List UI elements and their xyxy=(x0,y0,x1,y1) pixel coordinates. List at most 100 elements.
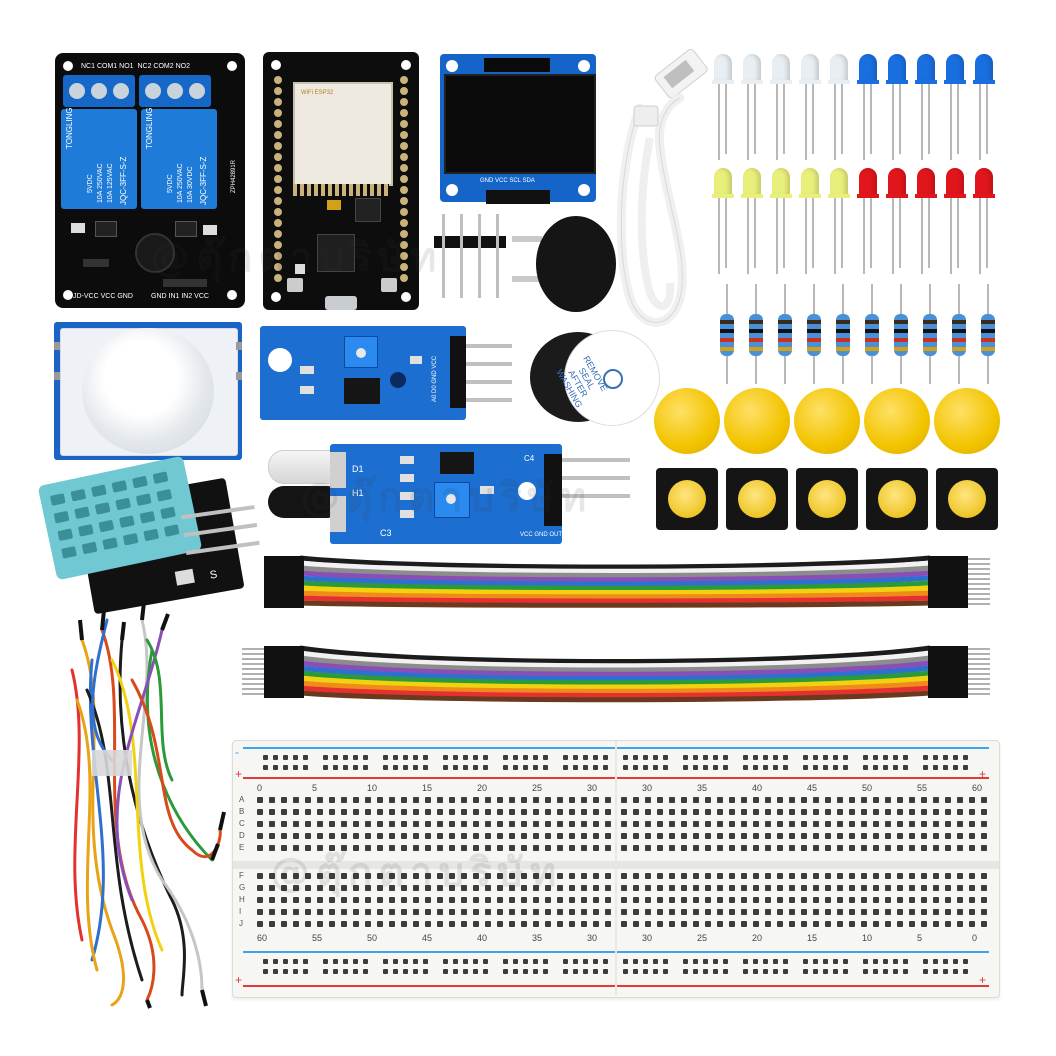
breadboard-terminal-strip-bottom xyxy=(257,873,987,933)
usb-cable xyxy=(616,48,708,327)
resistor xyxy=(923,284,937,384)
column-number: 55 xyxy=(312,933,323,943)
column-number: 5 xyxy=(917,933,923,943)
rail-plus-label: + xyxy=(235,767,243,781)
row-letter: H xyxy=(239,895,245,904)
screw-terminal-right xyxy=(139,75,211,107)
pir-fresnel-dome xyxy=(82,328,214,454)
resistor xyxy=(894,284,908,384)
watermark: @ตุ๊กตาบริษัท xyxy=(300,475,593,521)
column-number: 15 xyxy=(807,933,818,943)
resistor xyxy=(749,284,763,384)
column-number: 50 xyxy=(862,783,873,793)
resistor xyxy=(778,284,792,384)
watermark: @ตุ๊กตาบริษัท xyxy=(150,235,443,281)
sound-sensor-module: A0 D0 GND VCC xyxy=(260,326,466,420)
oled-display-module: GND VCC SCL SDA xyxy=(440,54,596,202)
screw-terminal-left xyxy=(63,75,135,107)
column-number: 35 xyxy=(697,783,708,793)
led xyxy=(973,168,995,276)
oled-screen xyxy=(444,74,596,174)
column-number: 0 xyxy=(257,783,263,793)
led xyxy=(712,168,734,276)
relay-module: NC1 COM1 NO1 NC2 COM2 NO2 TONGLING 5VDC … xyxy=(55,53,245,308)
led xyxy=(944,168,966,276)
row-letter: A xyxy=(239,795,245,804)
column-number: 30 xyxy=(642,783,653,793)
ir-led-dark xyxy=(268,486,332,518)
led xyxy=(770,168,792,276)
button-cap-row xyxy=(654,386,1006,458)
led xyxy=(973,54,995,162)
micro-usb-port xyxy=(325,296,357,310)
led xyxy=(886,168,908,276)
breadboard-terminal-strip-top xyxy=(257,797,987,857)
rail-minus-label: - xyxy=(235,745,239,759)
pir-sensor xyxy=(54,322,242,460)
tact-switch-row xyxy=(654,466,1006,536)
led xyxy=(712,54,734,162)
resistor xyxy=(807,284,821,384)
column-number: 35 xyxy=(532,933,543,943)
male-pin-header xyxy=(434,214,506,298)
dupont-ribbon-cables xyxy=(242,555,990,703)
esp32-pin-row-left xyxy=(271,76,285,286)
led xyxy=(886,54,908,162)
tact-switch xyxy=(656,468,718,530)
terminal-labels: NC1 COM1 NO1 NC2 COM2 NO2 xyxy=(81,63,191,70)
led xyxy=(799,168,821,276)
led xyxy=(770,54,792,162)
row-letter: I xyxy=(239,907,242,916)
button-cap xyxy=(724,388,790,454)
led xyxy=(799,54,821,162)
column-number: 20 xyxy=(477,783,488,793)
column-number: 25 xyxy=(532,783,543,793)
sound-sensor-pins xyxy=(466,344,512,404)
led xyxy=(857,54,879,162)
column-number: 20 xyxy=(752,933,763,943)
column-number: 25 xyxy=(697,933,708,943)
resistor xyxy=(952,284,966,384)
row-letter: G xyxy=(239,883,246,892)
button-cap xyxy=(934,388,1000,454)
relay-1: TONGLING 5VDC 10A 250VAC 10A 125VAC JQC-… xyxy=(61,107,137,209)
tact-switch xyxy=(936,468,998,530)
led xyxy=(915,54,937,162)
led xyxy=(915,168,937,276)
column-number: 40 xyxy=(477,933,488,943)
column-number: 40 xyxy=(752,783,763,793)
led xyxy=(857,168,879,276)
column-number: 60 xyxy=(972,783,983,793)
ir-sensor-pins xyxy=(562,458,630,502)
column-number: 15 xyxy=(422,783,433,793)
resistor xyxy=(836,284,850,384)
tact-switch xyxy=(866,468,928,530)
led xyxy=(828,54,850,162)
column-number: 45 xyxy=(422,933,433,943)
column-number: 55 xyxy=(917,783,928,793)
ir-sensor-module: D1 H1 C3 C4 VCC GND OUT xyxy=(330,444,562,544)
esp32-module-shield: WiFi ESP32 xyxy=(293,82,393,186)
resistor xyxy=(865,284,879,384)
led xyxy=(741,54,763,162)
led-row-clear-blue xyxy=(712,54,1002,164)
column-number: 50 xyxy=(367,933,378,943)
column-number: 30 xyxy=(642,933,653,943)
resistor xyxy=(981,284,995,384)
row-letter: E xyxy=(239,843,245,852)
oled-pin-header xyxy=(486,190,550,204)
esp32-board: WiFi ESP32 xyxy=(263,52,419,310)
column-number: 0 xyxy=(972,933,978,943)
ir-led-clear xyxy=(268,450,334,484)
column-number: 45 xyxy=(807,783,818,793)
row-letter: J xyxy=(239,919,243,928)
row-letter: D xyxy=(239,831,245,840)
row-letter: F xyxy=(239,871,244,880)
column-number: 10 xyxy=(367,783,378,793)
